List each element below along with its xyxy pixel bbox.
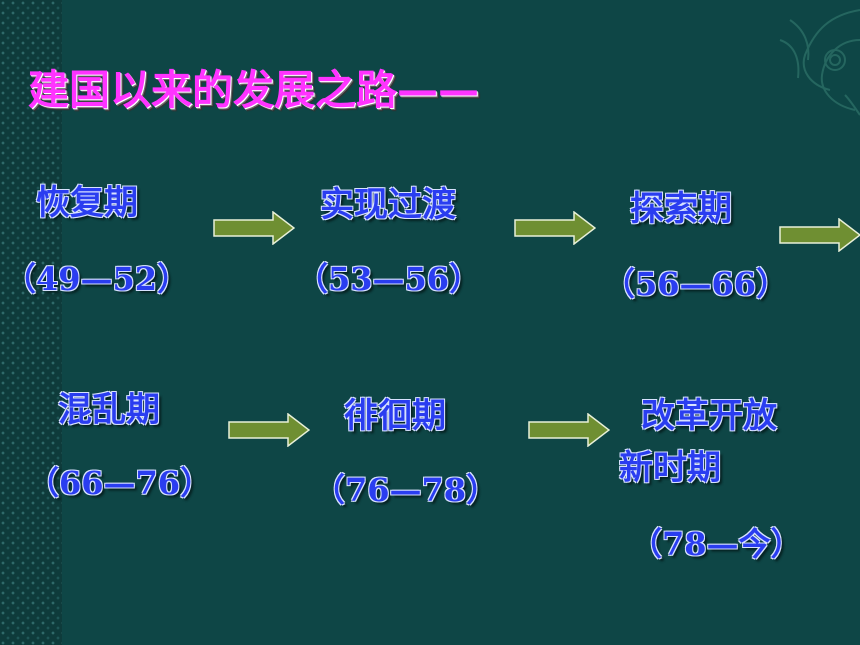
stage-label-exploration: 探索期 xyxy=(630,189,732,229)
stage-label-hesitation: 徘徊期 xyxy=(344,396,446,436)
stage-period-transition: （53—56） xyxy=(296,260,482,298)
slide-background xyxy=(62,0,860,645)
patterned-side-strip xyxy=(0,0,62,645)
stage-label-recovery: 恢复期 xyxy=(36,183,138,223)
stage-period-recovery: （49—52） xyxy=(4,260,190,298)
stage-period-exploration: （56—66） xyxy=(603,265,789,303)
stage-period-reform: （78—今） xyxy=(630,525,803,563)
arrow-right-icon xyxy=(213,211,295,245)
slide-title: 建国以来的发展之路—— xyxy=(28,66,479,114)
arrow-right-icon xyxy=(528,413,610,447)
stage-label-reform-line1: 改革开放 xyxy=(641,396,777,436)
stage-label-chaos: 混乱期 xyxy=(58,390,160,430)
arrow-right-icon xyxy=(228,413,310,447)
stage-label-transition: 实现过渡 xyxy=(320,185,456,225)
floral-ornament-icon xyxy=(779,9,860,116)
arrow-right-icon xyxy=(514,211,596,245)
stage-period-hesitation: （76—78） xyxy=(313,471,499,509)
arrow-right-icon xyxy=(779,218,860,252)
stage-period-chaos: （66—76） xyxy=(27,464,213,502)
stage-label-reform-line2: 新时期 xyxy=(619,448,721,488)
